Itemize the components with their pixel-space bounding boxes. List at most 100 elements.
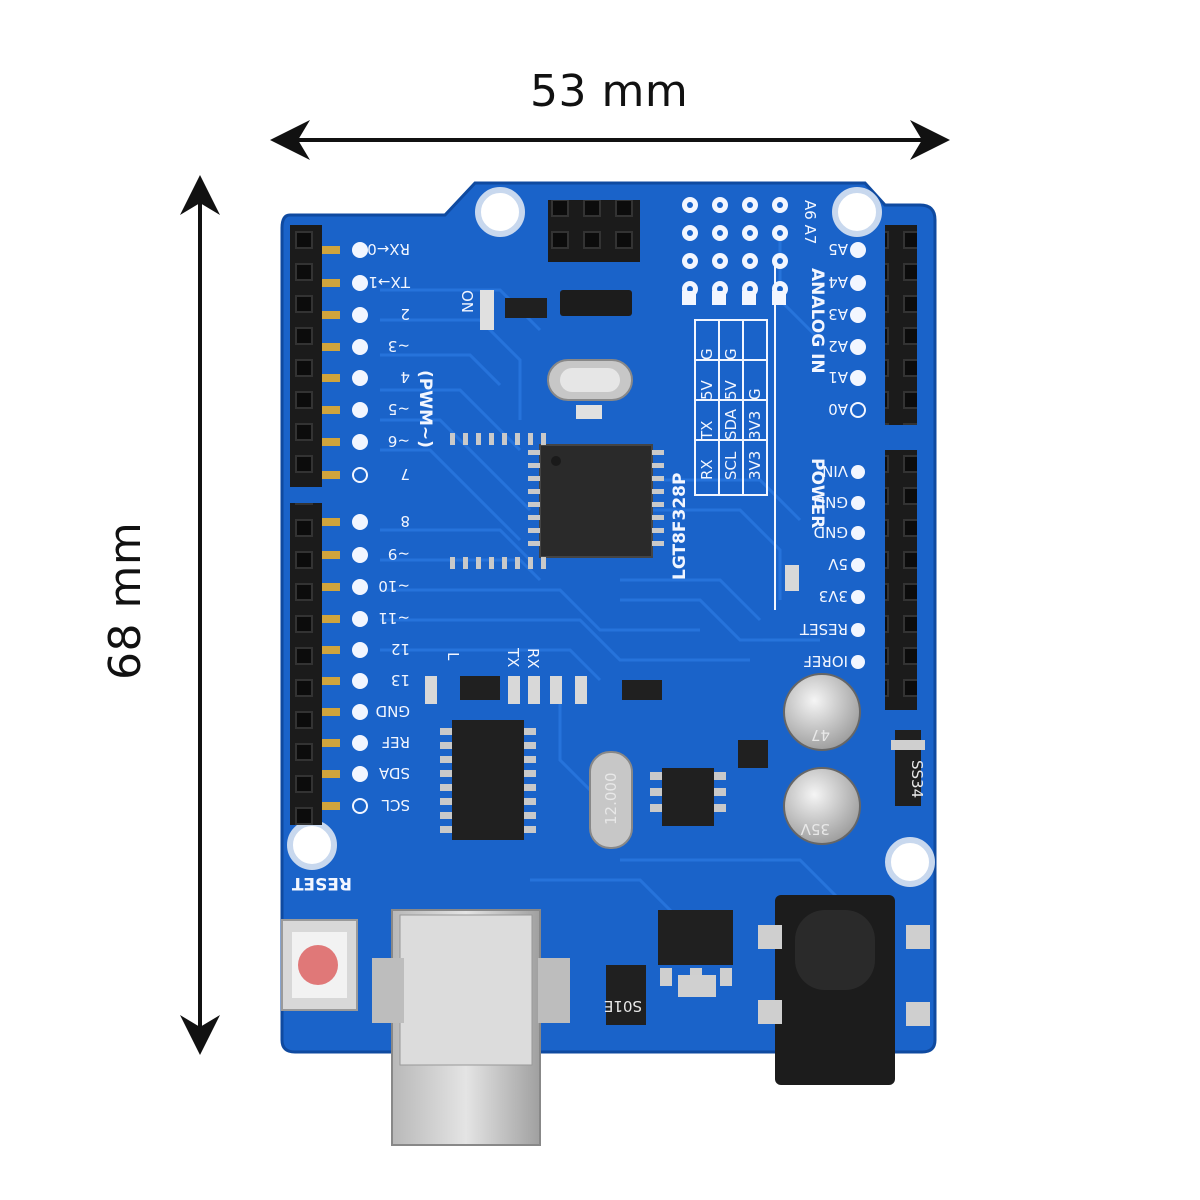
tx-led-label: TX — [504, 647, 522, 667]
analog-pin-pad — [850, 242, 866, 258]
smd-components — [425, 290, 799, 768]
digital-pin-label: ~6 — [388, 432, 410, 450]
diode-label: SS34 — [908, 760, 926, 798]
digital-pin-pad — [352, 242, 368, 258]
breakout-label: RX — [698, 459, 716, 480]
digital-pin-pad — [352, 704, 368, 720]
digital-pin-label: ~11 — [378, 609, 410, 627]
breakout-label: G — [746, 388, 764, 400]
analog-pin-pad — [850, 402, 866, 418]
breakout-label: G — [698, 348, 716, 360]
dc-power-jack — [758, 895, 930, 1085]
digital-pin-pad — [352, 798, 368, 814]
power-pin-label: VIN — [822, 462, 848, 480]
analog-pin-label: A5 — [828, 240, 848, 258]
digital-pin-label: GND — [376, 702, 410, 720]
mcu-label: LGT8F328P — [670, 473, 690, 580]
digital-pin-pad — [352, 642, 368, 658]
breakout-label: G — [722, 348, 740, 360]
digital-pin-pad — [352, 547, 368, 563]
digital-pin-label: 8 — [400, 512, 410, 530]
rx-led-label: RX — [524, 648, 542, 669]
pwm-label: (PWM~) — [415, 370, 435, 448]
digital-pin-pad — [352, 673, 368, 689]
usb-type-b-connector — [372, 909, 570, 1146]
breakout-label: SCL — [722, 451, 740, 480]
analog-pin-label: A2 — [828, 337, 848, 355]
digital-pin-label: ~3 — [388, 337, 410, 355]
digital-pin-pad — [352, 402, 368, 418]
cap-2-value: 35V — [800, 820, 830, 838]
breakout-label: TX — [698, 421, 716, 441]
power-pin-pad — [851, 496, 865, 510]
reset-button[interactable] — [281, 919, 358, 1011]
power-pin-label: IOREF — [803, 652, 848, 670]
power-pin-label: GND — [814, 523, 848, 541]
analog-header — [885, 225, 917, 425]
analog-in-label: ANALOG IN — [807, 268, 827, 374]
breakout-label: 5V — [698, 379, 716, 400]
digital-pin-label: 13 — [391, 671, 410, 689]
digital-header-upper — [290, 225, 322, 487]
digital-pin-label: ~10 — [378, 577, 410, 595]
analog-pin-pad — [850, 370, 866, 386]
breakout-label: 3V3 — [746, 411, 764, 440]
digital-pin-pad — [352, 579, 368, 595]
regulator-chip — [650, 768, 726, 826]
usb-serial-chip — [440, 720, 536, 840]
digital-pin-label: ~9 — [388, 545, 410, 563]
digital-header-lower — [290, 503, 322, 825]
digital-pin-label: SCL — [381, 796, 410, 814]
power-pin-pad — [851, 623, 865, 637]
capacitor-1: 47 — [783, 673, 861, 751]
digital-pin-label: 7 — [400, 465, 410, 483]
digital-pin-pad — [352, 307, 368, 323]
digital-pin-label: 4 — [400, 368, 410, 386]
power-pin-pad — [851, 526, 865, 540]
breakout-label: 3V3 — [746, 451, 764, 480]
analog-pin-pad — [850, 307, 866, 323]
digital-pin-label: 2 — [400, 305, 410, 323]
digital-pin-pad — [352, 275, 368, 291]
analog-pin-label: A4 — [828, 273, 848, 291]
digital-pin-pad — [352, 766, 368, 782]
power-pin-pad — [851, 590, 865, 604]
breakout-grid — [694, 265, 776, 610]
power-pin-pad — [851, 465, 865, 479]
digital-pin-label: 12 — [391, 640, 410, 658]
power-header — [885, 450, 917, 710]
digital-pin-label: SDA — [378, 764, 410, 782]
analog-pin-pad — [850, 339, 866, 355]
regulator-code: S01E — [604, 997, 642, 1015]
power-label: POWER — [807, 458, 827, 528]
a6-a7-label: A6 A7 — [801, 200, 819, 244]
power-pin-label: GND — [814, 493, 848, 511]
digital-pin-pad — [352, 467, 368, 483]
pcb-board — [280, 181, 937, 1054]
power-pin-label: RESET — [799, 620, 848, 638]
crystal-12mhz: 12.000 — [589, 751, 633, 849]
digital-pin-pad — [352, 514, 368, 530]
power-pin-pad — [851, 558, 865, 572]
capacitor-2: 35V — [783, 767, 861, 845]
breakout-label: 5V — [722, 379, 740, 400]
digital-pin-pad — [352, 735, 368, 751]
power-pin-label: 5V — [827, 555, 848, 573]
analog-pin-label: A0 — [828, 400, 848, 418]
mounting-holes — [287, 187, 935, 887]
l-led-label: L — [444, 652, 462, 661]
width-dimension-label: 53 mm — [530, 66, 689, 117]
crystal-oscillator — [547, 359, 633, 401]
power-pin-pad — [851, 655, 865, 669]
digital-pin-label: RX←0 — [367, 240, 410, 258]
analog-pin-label: A1 — [828, 368, 848, 386]
crystal-label: 12.000 — [602, 773, 620, 826]
digital-pin-pad — [352, 370, 368, 386]
analog-pin-label: A3 — [828, 305, 848, 323]
digital-pin-label: REF — [381, 733, 410, 751]
icsp-header — [548, 200, 640, 316]
